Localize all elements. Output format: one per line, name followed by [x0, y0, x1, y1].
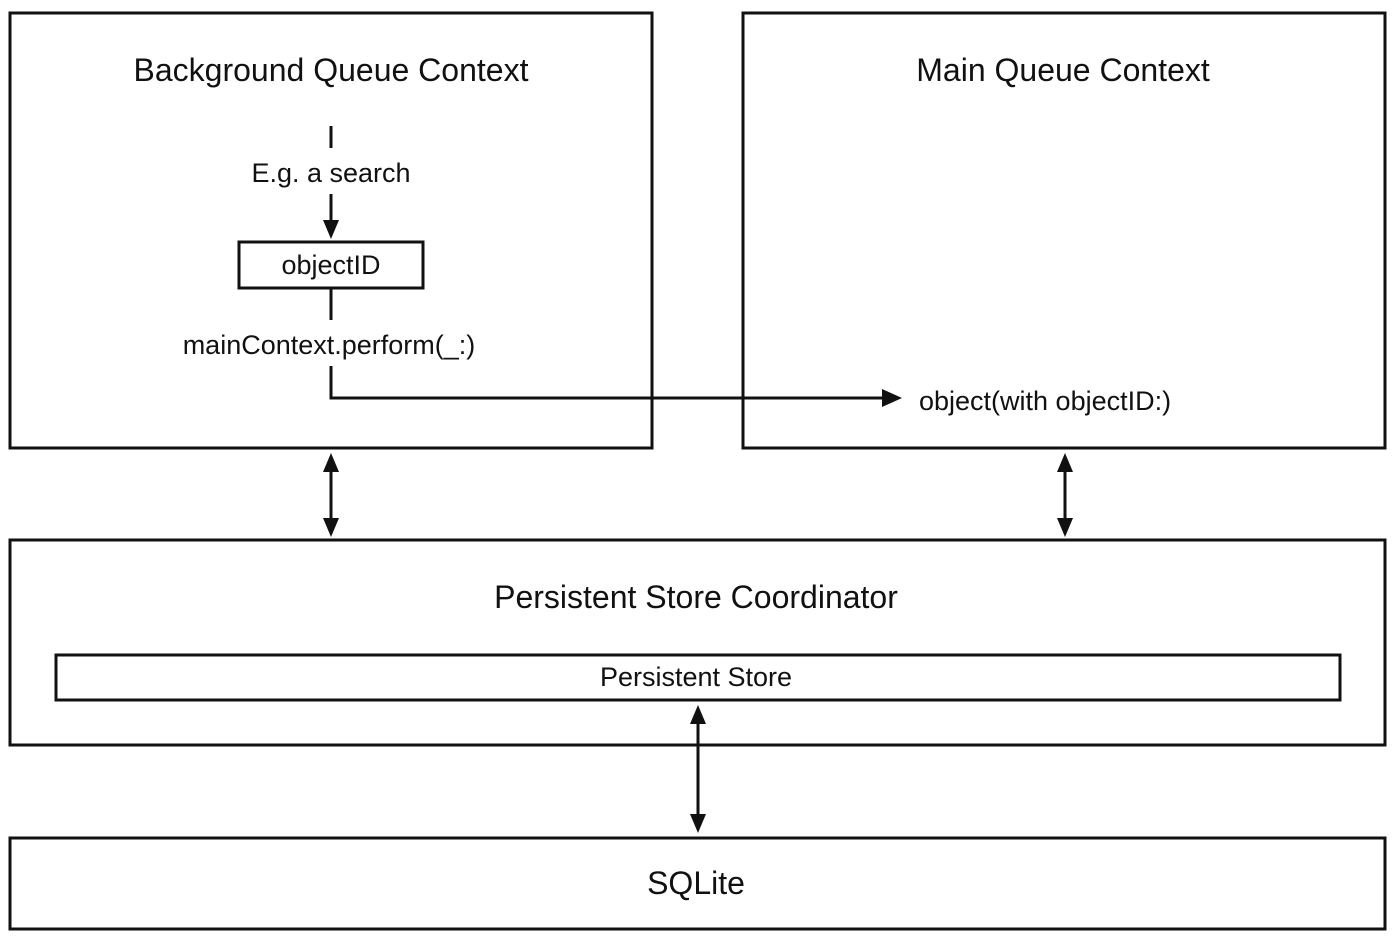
- perform-call-label: mainContext.perform(_:): [183, 330, 476, 360]
- search-to-objectid-arrowhead: [323, 220, 339, 239]
- object-id-label: objectID: [281, 250, 380, 280]
- background-coordinator-arrowhead-up: [323, 453, 339, 472]
- background-coordinator-link: [323, 453, 339, 537]
- background-queue-context-box: [8, 11, 654, 450]
- sqlite-title: SQLite: [647, 865, 745, 901]
- background-queue-context-title: Background Queue Context: [134, 52, 529, 88]
- main-queue-context: Main Queue Context object(with objectID:…: [741, 11, 1387, 450]
- background-coordinator-arrowhead-down: [323, 518, 339, 537]
- main-queue-context-title: Main Queue Context: [916, 52, 1210, 88]
- background-queue-context: Background Queue Context E.g. a search o…: [8, 11, 902, 450]
- sqlite-database: SQLite: [8, 836, 1387, 931]
- persistent-store-box: [54, 653, 1342, 702]
- object-with-id-label: object(with objectID:): [919, 386, 1171, 416]
- perform-to-main-arrowhead: [882, 389, 902, 407]
- persistent-store-label: Persistent Store: [600, 662, 792, 692]
- main-coordinator-arrowhead-up: [1057, 453, 1073, 472]
- search-step-label: E.g. a search: [251, 158, 410, 188]
- main-coordinator-link: [1057, 453, 1073, 537]
- perform-to-main-arrow: [329, 366, 885, 400]
- store-sqlite-link: [690, 705, 706, 833]
- store-sqlite-arrowhead-down: [690, 814, 706, 833]
- store-sqlite-arrowhead-up: [690, 705, 706, 724]
- main-coordinator-arrowhead-down: [1057, 518, 1073, 537]
- main-queue-context-box: [741, 11, 1387, 450]
- persistent-store-coordinator-title: Persistent Store Coordinator: [494, 579, 898, 615]
- sqlite-box: [8, 836, 1387, 931]
